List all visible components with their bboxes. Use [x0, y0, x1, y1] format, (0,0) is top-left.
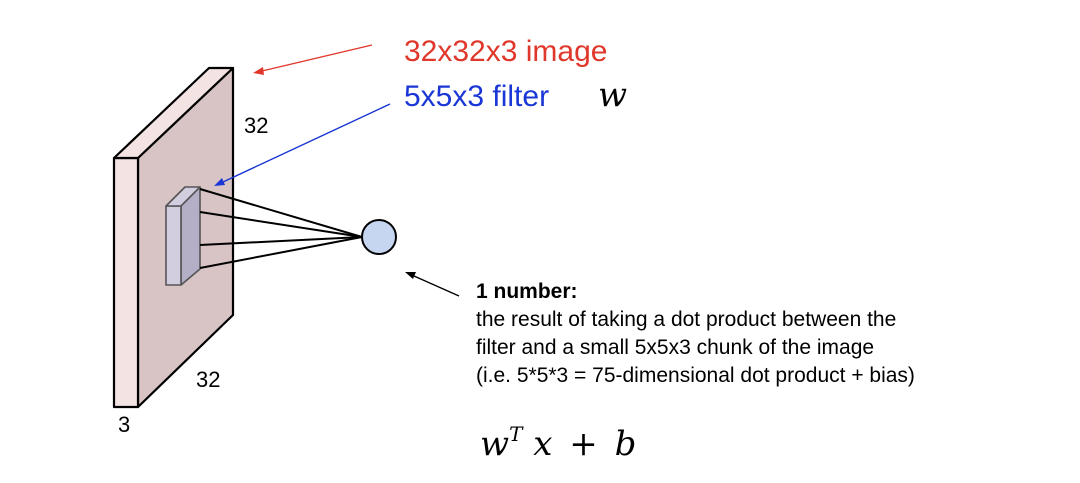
image-label: 32x32x3 image	[404, 35, 607, 68]
filter-side-face	[165, 205, 182, 286]
width-dimension-label: 32	[196, 367, 220, 392]
result-line: the result of taking a dot product betwe…	[476, 308, 897, 331]
dot-product-formula: wT x + b	[480, 422, 636, 464]
connection-line	[199, 188, 363, 238]
filter-to-neuron-lines	[199, 188, 363, 269]
formula-plus: +	[569, 424, 598, 464]
filter-symbol: w	[598, 75, 627, 115]
formula-w: w	[480, 424, 510, 464]
result-line: (i.e. 5*5*3 = 75-dimensional dot product…	[476, 364, 915, 387]
formula-x: x	[533, 424, 553, 464]
output-neuron	[361, 219, 397, 255]
height-dimension-label: 32	[244, 113, 268, 138]
result-line: filter and a small 5x5x3 chunk of the im…	[476, 336, 875, 359]
filter-label-text: 5x5x3 filter	[404, 80, 549, 113]
input-volume-side-face	[112, 156, 140, 409]
image-pointer-arrow	[253, 44, 373, 75]
input-volume-top-face	[112, 66, 235, 160]
depth-dimension-label: 3	[118, 412, 130, 437]
filter-top-face	[165, 186, 201, 207]
formula-b: b	[614, 424, 637, 464]
connection-line	[199, 211, 363, 238]
connection-line	[199, 236, 363, 269]
connection-line	[199, 236, 363, 246]
filter-label: 5x5x3 filter	[404, 80, 549, 113]
result-pointer-arrow	[405, 272, 460, 297]
formula-transpose: T	[509, 422, 523, 446]
filter-pointer-arrow	[214, 103, 391, 186]
result-heading: 1 number:	[476, 280, 578, 303]
result-description: 1 number: the result of taking a dot pro…	[476, 278, 1076, 390]
